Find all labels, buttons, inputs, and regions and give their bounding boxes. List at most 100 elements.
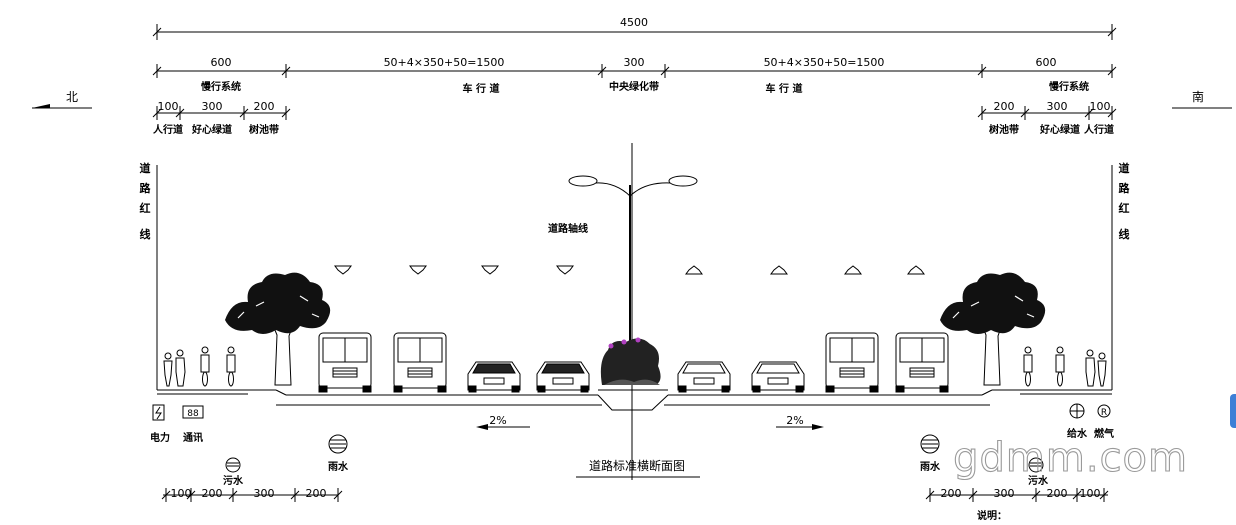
- left-carriageway-label: 车 行 道: [463, 82, 500, 95]
- svg-text:路: 路: [1119, 181, 1131, 195]
- red-line-right: 道 路 红 线: [1111, 161, 1131, 390]
- svg-text:R: R: [1101, 408, 1107, 418]
- cyclists-right-icon: [1023, 346, 1065, 387]
- slope-right: 2%: [776, 414, 824, 430]
- rain-pipe-right: 雨水: [920, 434, 941, 473]
- left-sub-dimension: 100 300 200 人行道 好心绿道 树池带: [152, 100, 291, 136]
- svg-text:100: 100: [158, 100, 179, 113]
- svg-text:给水: 给水: [1067, 427, 1088, 440]
- svg-text:通讯: 通讯: [183, 431, 203, 444]
- section-dimension: 600 50+4×350+50=1500 300 50+4×350+50=150…: [152, 56, 1117, 95]
- water-utility: 给水: [1067, 403, 1088, 440]
- svg-text:50+4×350+50=1500: 50+4×350+50=1500: [384, 56, 505, 69]
- svg-text:污水: 污水: [1028, 474, 1049, 487]
- svg-text:雨水: 雨水: [920, 460, 941, 473]
- svg-text:200: 200: [994, 100, 1015, 113]
- bus-icon: [393, 332, 447, 393]
- tree-right-icon: [940, 272, 1046, 386]
- median-shrub-icon: [600, 337, 661, 385]
- car-icon: [677, 361, 731, 393]
- svg-text:红: 红: [1119, 201, 1130, 215]
- svg-text:200: 200: [941, 487, 962, 500]
- svg-text:好心绿道: 好心绿道: [191, 123, 232, 136]
- svg-text:好心绿道: 好心绿道: [1039, 123, 1080, 136]
- svg-text:污水: 污水: [223, 474, 244, 487]
- bus-icon: [825, 332, 879, 393]
- north-marker: 北: [32, 90, 92, 109]
- svg-text:200: 200: [1047, 487, 1068, 500]
- left-slow-system-label: 慢行系统: [201, 80, 241, 93]
- svg-text:300: 300: [624, 56, 645, 69]
- svg-text:2%: 2%: [786, 414, 803, 427]
- red-line-left: 道 路 红 线: [140, 161, 158, 390]
- tree-left-icon: [225, 272, 331, 386]
- svg-text:北: 北: [66, 90, 78, 104]
- bus-icon: [318, 332, 372, 393]
- pedestrians-right-icon: [1085, 349, 1107, 387]
- rain-pipe-left: 雨水: [328, 434, 349, 473]
- svg-text:200: 200: [202, 487, 223, 500]
- svg-text:600: 600: [211, 56, 232, 69]
- svg-text:线: 线: [140, 227, 151, 241]
- svg-text:道路标准横断面图: 道路标准横断面图: [589, 458, 685, 473]
- svg-text:300: 300: [994, 487, 1015, 500]
- car-icon: [751, 361, 805, 393]
- lane-arrows-left: [334, 265, 574, 275]
- svg-text:人行道: 人行道: [153, 123, 183, 136]
- sewage-pipe-left: 污水: [223, 457, 244, 487]
- svg-text:100: 100: [171, 487, 192, 500]
- svg-text:300: 300: [202, 100, 223, 113]
- pedestrians-left-icon: [163, 349, 186, 387]
- svg-text:200: 200: [254, 100, 275, 113]
- drawing-title: 道路标准横断面图: [576, 458, 700, 478]
- svg-text:电力: 电力: [150, 431, 170, 444]
- median-label: 中央绿化带: [609, 80, 659, 93]
- note-label: 说明：: [977, 509, 1007, 521]
- svg-text:树池带: 树池带: [249, 123, 279, 136]
- street-light-icon: [568, 175, 698, 380]
- total-dimension: 4500: [152, 16, 1117, 40]
- right-slow-system-label: 慢行系统: [1049, 80, 1089, 93]
- side-scroll-tab[interactable]: [1230, 394, 1236, 428]
- power-utility: 电力: [150, 404, 170, 444]
- svg-text:树池带: 树池带: [989, 123, 1019, 136]
- road-axis: 道路轴线: [548, 143, 633, 480]
- svg-text:300: 300: [1047, 100, 1068, 113]
- svg-text:道: 道: [1119, 161, 1130, 175]
- bottom-dimension-right: 200 300 200 100: [925, 487, 1109, 502]
- south-marker: 南: [1172, 89, 1232, 109]
- sewage-pipe-right: 污水: [1028, 457, 1049, 487]
- right-sub-dimension: 200 300 100 树池带 好心绿道 人行道: [977, 100, 1117, 136]
- car-icon: [467, 361, 521, 393]
- bus-icon: [895, 332, 949, 393]
- svg-text:2%: 2%: [489, 414, 506, 427]
- svg-text:88: 88: [187, 409, 199, 419]
- svg-text:道路轴线: 道路轴线: [548, 222, 588, 235]
- svg-text:线: 线: [1119, 227, 1130, 241]
- watermark-text: gdmm.com: [953, 435, 1188, 481]
- svg-text:道: 道: [140, 161, 151, 175]
- telecom-utility: 88 通讯: [182, 405, 204, 444]
- svg-text:200: 200: [306, 487, 327, 500]
- svg-text:300: 300: [254, 487, 275, 500]
- svg-text:红: 红: [140, 201, 151, 215]
- svg-text:路: 路: [140, 181, 152, 195]
- car-icon: [536, 361, 590, 393]
- svg-text:100: 100: [1090, 100, 1111, 113]
- road-profile: [157, 389, 1112, 411]
- gas-utility: R 燃气: [1094, 404, 1114, 440]
- lane-arrows-right: [685, 265, 925, 275]
- svg-text:600: 600: [1036, 56, 1057, 69]
- svg-text:人行道: 人行道: [1084, 123, 1114, 136]
- svg-text:50+4×350+50=1500: 50+4×350+50=1500: [764, 56, 885, 69]
- svg-text:燃气: 燃气: [1094, 427, 1114, 440]
- svg-text:南: 南: [1192, 89, 1204, 104]
- svg-text:100: 100: [1080, 487, 1101, 500]
- total-width-text: 4500: [620, 16, 648, 29]
- right-carriageway-label: 车 行 道: [766, 82, 803, 95]
- slope-left: 2%: [476, 414, 530, 430]
- cyclists-left-icon: [200, 346, 236, 387]
- bottom-dimension-left: 100 200 300 200: [161, 487, 343, 502]
- svg-text:雨水: 雨水: [328, 460, 349, 473]
